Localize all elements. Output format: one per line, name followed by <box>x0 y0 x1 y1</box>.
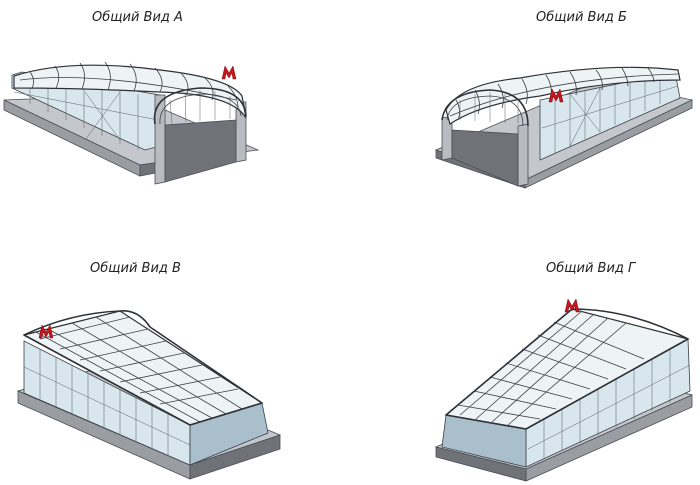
metro-m-logo-icon <box>564 298 580 313</box>
view-b-drawing <box>434 66 694 189</box>
view-g: Общий Вид Г <box>350 243 700 485</box>
view-v-drawing <box>16 310 282 480</box>
metro-m-logo-icon <box>221 65 237 80</box>
view-a-drawing <box>3 61 260 185</box>
view-g-title: Общий Вид Г <box>546 261 636 276</box>
view-a-title: Общий Вид А <box>92 10 183 25</box>
view-v-title: Общий Вид В <box>90 261 181 276</box>
view-a: Общий Вид А <box>0 0 350 242</box>
view-g-drawing <box>434 298 694 482</box>
view-b: Общий Вид Б <box>350 0 700 242</box>
metro-m-logo-icon <box>38 324 54 339</box>
metro-m-logo-icon <box>548 88 564 103</box>
view-b-title: Общий Вид Б <box>536 10 627 25</box>
view-v: Общий Вид В <box>0 243 350 485</box>
